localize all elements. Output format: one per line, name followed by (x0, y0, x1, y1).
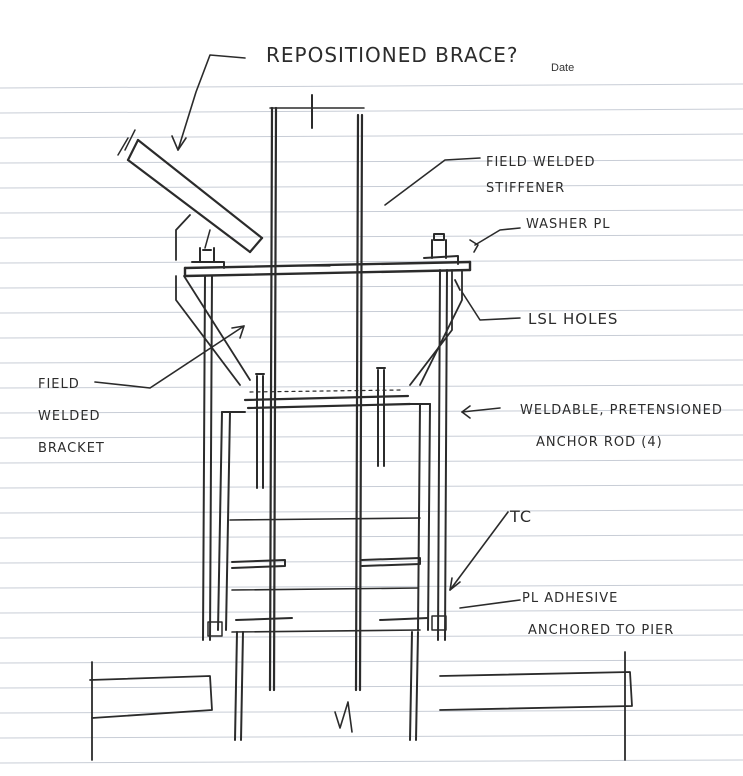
bracket-rods (255, 367, 386, 489)
adhesive-anchors (207, 557, 447, 637)
washer-plates (191, 233, 459, 269)
stiffener-gussets (175, 214, 463, 386)
date-label: Date (551, 62, 574, 74)
bracket-top-plate (243, 389, 412, 410)
adhesive-note-line2: ANCHORED TO PIER (528, 623, 674, 638)
grade-slab (89, 651, 633, 761)
stiffener-note-line2: STIFFENER (486, 181, 565, 196)
notebook-rules (0, 83, 743, 764)
column (268, 94, 365, 692)
pier-stem (234, 631, 419, 741)
washer-note: WASHER PL (526, 217, 611, 232)
lsl-holes-note: LSL HOLES (528, 310, 618, 328)
stiffener-note-line1: FIELD WELDED (486, 155, 595, 170)
adhesive-note-line1: PL ADHESIVE (522, 591, 618, 606)
bracket-note-line3: BRACKET (38, 441, 105, 456)
leader-lines (94, 54, 521, 609)
concrete-pier (217, 403, 431, 633)
outer-anchor-rods (202, 269, 448, 641)
title-note: REPOSITIONED BRACE? (266, 43, 519, 67)
bracket-note-line1: FIELD (38, 377, 80, 392)
repositioned-brace (117, 129, 264, 254)
anchor-rod-note-line2: ANCHOR ROD (4) (536, 435, 663, 450)
bracket-note-line2: WELDED (38, 409, 101, 424)
anchor-rod-note-line1: WELDABLE, PRETENSIONED (520, 403, 723, 418)
base-plate (183, 260, 472, 278)
tc-note: TC (509, 507, 532, 526)
